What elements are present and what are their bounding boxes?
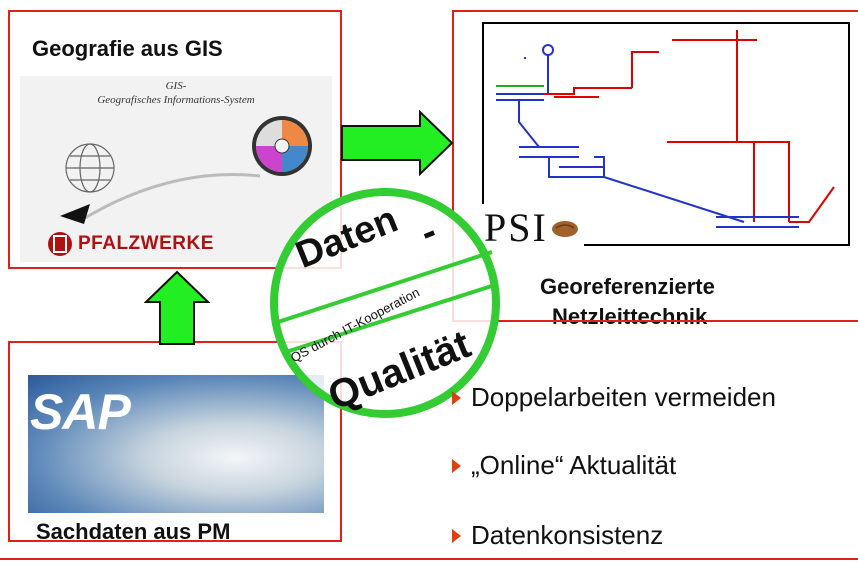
quality-seal: Daten - QS durch IT-Kooperation Qualität	[262, 180, 508, 426]
network-title-line1: Georeferenzierte	[540, 274, 715, 299]
gis-logo-line1: GIS-	[165, 80, 187, 92]
pfalzwerke-wordmark: PFALZWERKE	[78, 233, 214, 254]
bullet-text: Doppelarbeiten vermeiden	[471, 382, 776, 412]
sap-panel: SAP Sachdaten aus PM	[8, 341, 342, 544]
psi-wordmark: PSI	[484, 205, 548, 250]
curved-arrow	[79, 172, 261, 223]
arrow-sap-to-gis	[144, 270, 210, 345]
gis-illustration	[48, 116, 312, 256]
red-grid-lines	[519, 30, 835, 223]
bullet-triangle-icon	[452, 528, 461, 543]
arrow-gis-to-network	[341, 110, 454, 176]
bullet-triangle-icon	[452, 458, 461, 473]
gis-title: Geografie aus GIS	[32, 36, 223, 61]
bullet-text: „Online“ Aktualität	[471, 450, 677, 480]
black-arrowhead	[60, 204, 90, 224]
gis-logo-line2: Geografisches Informations-System	[97, 94, 255, 106]
red-rule-right	[452, 320, 858, 322]
bullet-item-3: Datenkonsistenz	[452, 520, 663, 551]
bullet-item-2: „Online“ Aktualität	[452, 450, 676, 481]
network-diagram	[496, 30, 835, 228]
network-title-line2: Netzleittechnik	[552, 304, 708, 329]
psi-logo: PSI	[480, 204, 584, 251]
seal-ring	[270, 188, 500, 418]
cd-icon	[252, 116, 312, 176]
bullet-text: Datenkonsistenz	[471, 520, 664, 550]
pfalzwerke-logo-icon	[48, 232, 72, 256]
network-panel: PSI Georeferenzierte Netzleittechnik	[452, 10, 858, 329]
red-rule-bottom	[0, 558, 858, 560]
sap-cloud-image: SAP	[28, 375, 324, 513]
generator-node-icon	[524, 44, 554, 94]
bullet-triangle-icon	[452, 390, 461, 405]
sap-title: Sachdaten aus PM	[36, 519, 231, 544]
bullet-item-1: Doppelarbeiten vermeiden	[452, 382, 776, 413]
globe-icon	[65, 143, 115, 193]
walnut-icon	[551, 220, 578, 237]
sap-logo: SAP	[30, 384, 131, 440]
blue-grid-lines	[496, 93, 799, 228]
gis-logo-panel: GIS- Geografisches Informations-System	[20, 76, 332, 262]
gis-panel: Geografie aus GIS GIS- Geografisches Inf…	[8, 10, 342, 269]
